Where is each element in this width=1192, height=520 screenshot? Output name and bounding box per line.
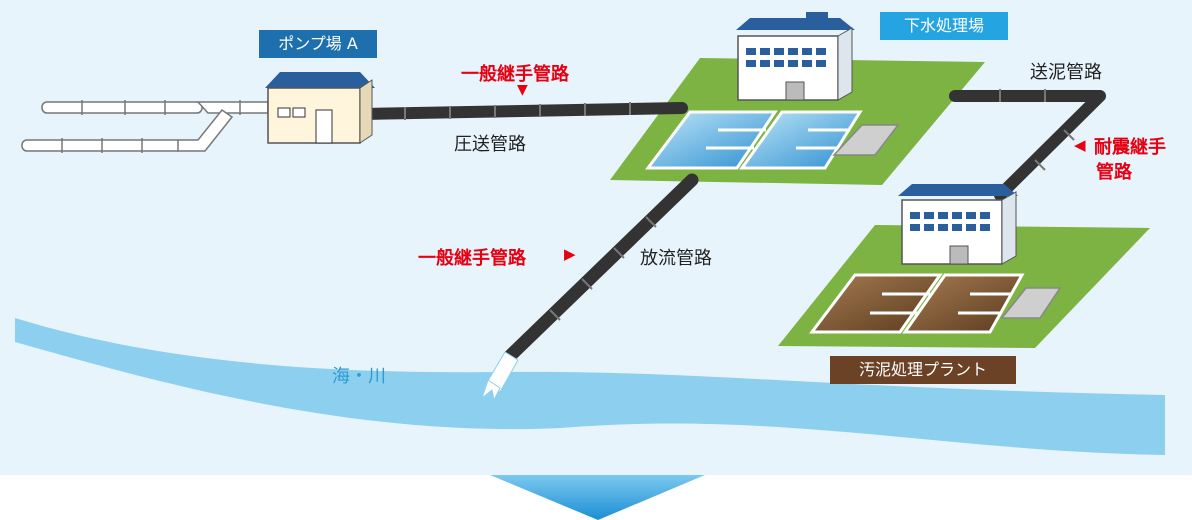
general-joint-callout-mid: 一般継手管路 — [418, 248, 526, 269]
pressure-pipe-label: 圧送管路 — [454, 134, 526, 155]
outfall-splash — [480, 351, 519, 402]
sludge-plant-building — [898, 184, 1018, 265]
sewage-tanks — [645, 110, 900, 170]
right-marker: ▶ — [564, 245, 576, 263]
pump-station-tag: ポンプ場 A — [259, 30, 377, 58]
sewage-plant-tag: 下水処理場 — [880, 12, 1008, 40]
sewage-plant-building — [736, 12, 855, 101]
sludge-pipe-label: 送泥管路 — [1030, 62, 1102, 83]
down-arrow — [490, 475, 705, 520]
general-joint-callout-top: 一般継手管路 — [461, 64, 569, 85]
left-marker: ◀ — [1074, 136, 1086, 154]
incoming-pipes — [21, 100, 269, 153]
discharge-pipe-line — [503, 173, 699, 363]
discharge-pipe-label: 放流管路 — [640, 248, 712, 269]
river — [15, 318, 1165, 455]
sludge-pipe-line — [949, 90, 1106, 201]
sludge-plant-tag: 汚泥処理プラント — [830, 356, 1016, 384]
pump-house — [265, 72, 375, 144]
seismic-joint-callout-line1: 耐震継手 — [1094, 137, 1166, 158]
sea-river-label: 海・川 — [332, 366, 386, 387]
seismic-joint-callout-line2: 管路 — [1096, 162, 1132, 183]
pressure-pipe-line — [356, 102, 688, 120]
pipe-joints — [404, 89, 1075, 321]
sludge-tanks — [808, 273, 1062, 334]
down-marker: ▼ — [517, 82, 528, 98]
